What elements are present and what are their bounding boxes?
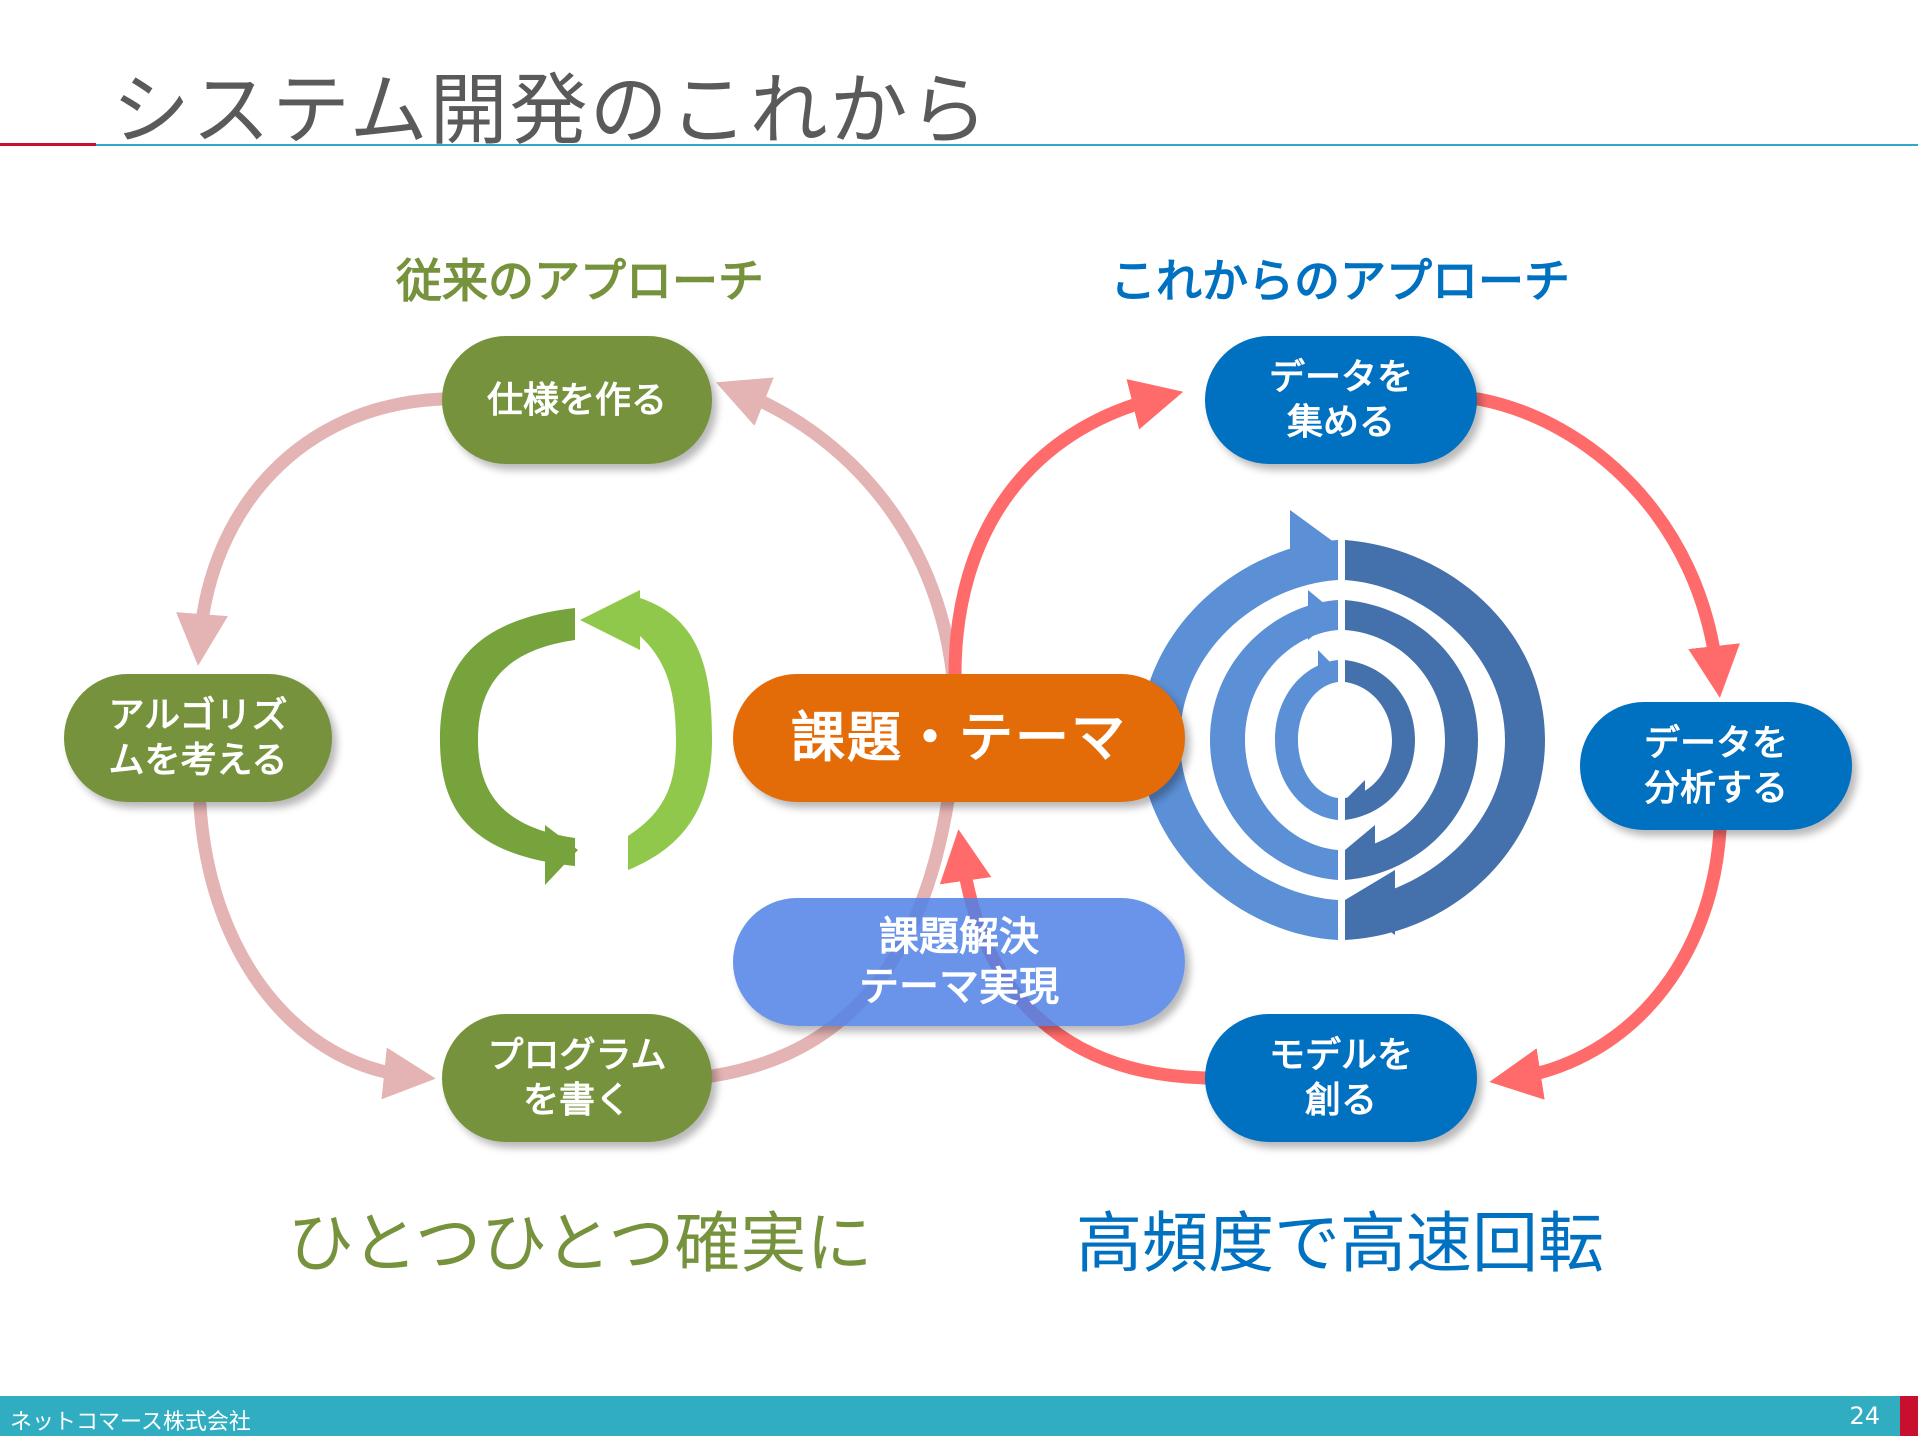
- right-section-heading: これからのアプローチ: [1110, 254, 1570, 308]
- step-write-program: プログラム を書く: [442, 1014, 712, 1142]
- footer-company: ネットコマース株式会社: [10, 1410, 251, 1435]
- page-number: 24: [1849, 1402, 1880, 1430]
- right-tagline: 高頻度で高速回転: [1076, 1205, 1604, 1282]
- green-cycle-icon: [440, 590, 712, 885]
- page-title: システム開発のこれから: [112, 66, 990, 156]
- blue-spiral-icon: [1140, 510, 1545, 940]
- step-analyze-data: データを 分析する: [1580, 702, 1852, 830]
- step-design-algorithm: アルゴリズ ムを考える: [64, 674, 332, 802]
- center-result: 課題解決 テーマ実現: [733, 898, 1185, 1026]
- step-build-model: モデルを 創る: [1205, 1014, 1477, 1142]
- left-arrow-spec-to-algorithm: [176, 392, 449, 666]
- right-arrow-analyze-to-model: [1489, 823, 1727, 1100]
- title-rule: [96, 144, 1918, 146]
- footer-bar: [0, 1396, 1900, 1436]
- left-tagline: ひとつひとつ確実に: [287, 1205, 873, 1282]
- step-collect-data: データを 集める: [1205, 336, 1477, 464]
- left-section-heading: 従来のアプローチ: [396, 254, 764, 308]
- title-rule-accent: [0, 143, 96, 146]
- center-theme: 課題・テーマ: [733, 674, 1185, 802]
- right-arrow-theme-to-collect: [948, 379, 1184, 682]
- right-arrow-collect-to-analyze: [1471, 392, 1740, 698]
- step-write-spec: 仕様を作る: [442, 336, 712, 464]
- process-diagram: [176, 377, 1740, 1100]
- left-arrow-algorithm-to-program: [193, 798, 436, 1100]
- footer-accent: [1900, 1396, 1918, 1436]
